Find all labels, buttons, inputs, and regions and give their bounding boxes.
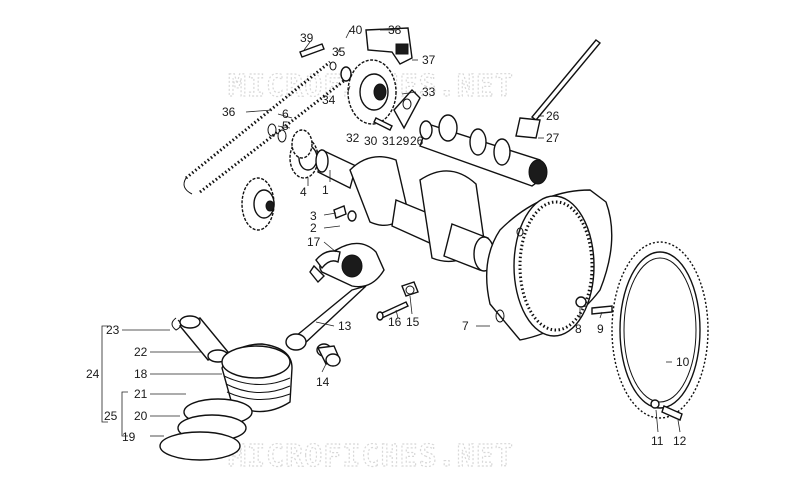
callout-36: 36 (222, 105, 236, 119)
callout-38: 38 (388, 23, 402, 37)
callout-20: 20 (134, 409, 148, 423)
pushrod (515, 39, 602, 139)
chain-tensioner-bracket (365, 27, 413, 65)
callout-26-left: 26 (410, 134, 424, 148)
callout-37: 37 (422, 53, 436, 67)
guide-plate-33 (393, 88, 421, 130)
piston-pin (178, 315, 230, 363)
leader-lines (101, 29, 681, 437)
piston (221, 343, 293, 413)
callout-12: 12 (673, 434, 687, 448)
callout-39: 39 (300, 31, 314, 45)
piston-rings (159, 398, 253, 461)
callout-14: 14 (316, 375, 330, 389)
callout-7: 7 (462, 319, 469, 333)
callout-19: 19 (122, 430, 136, 444)
watermark-bottom: MICROFICHES.NET (228, 439, 514, 474)
callout-10: 10 (676, 355, 690, 369)
callout-35: 35 (332, 45, 346, 59)
flywheel-bolt (591, 305, 613, 315)
callout-22: 22 (134, 345, 148, 359)
flywheel-washer (575, 296, 587, 308)
callout-13: 13 (338, 319, 352, 333)
bolt-31 (373, 117, 393, 131)
callout-3: 3 (310, 209, 317, 223)
flywheel (485, 189, 613, 341)
callout-5: 5 (282, 119, 289, 133)
timing-chain (183, 60, 346, 195)
callout-6: 6 (282, 107, 289, 121)
crank-sprocket-small (267, 123, 319, 179)
callout-26-right: 26 (546, 109, 560, 123)
ring-gear-washer (650, 399, 660, 409)
ring-gear-bolt (661, 405, 683, 421)
oil-pump-sprocket (241, 177, 275, 231)
callout-29: 29 (396, 134, 410, 148)
callout-2: 2 (310, 221, 317, 235)
callout-17: 17 (307, 235, 321, 249)
rod-nut (401, 281, 419, 297)
woodruff-key (333, 205, 357, 222)
bolt-39 (299, 43, 325, 58)
sprocket-spacer (329, 61, 352, 82)
callout-15: 15 (406, 315, 420, 329)
callout-labels: 1 2 3 4 5 6 7 8 9 10 11 12 13 14 15 16 1… (86, 23, 690, 448)
callout-11: 11 (651, 434, 664, 448)
rod-bearing-shells (309, 250, 341, 284)
callout-18: 18 (134, 367, 148, 381)
callout-16: 16 (388, 315, 402, 329)
camshaft (419, 114, 548, 187)
rod-bolt (376, 301, 409, 321)
callout-8: 8 (575, 322, 582, 336)
crankshaft (315, 148, 495, 272)
callout-33: 33 (422, 85, 436, 99)
callout-27: 27 (546, 131, 560, 145)
piston-circlip (171, 317, 182, 331)
callout-32: 32 (346, 131, 360, 145)
small-end-bush (316, 343, 341, 367)
callout-4: 4 (300, 185, 307, 199)
camshaft-sprocket (347, 59, 397, 125)
callout-24: 24 (86, 367, 100, 381)
callout-21: 21 (134, 387, 148, 401)
callout-23: 23 (106, 323, 120, 337)
callout-30: 30 (364, 134, 378, 148)
callout-40: 40 (349, 23, 363, 37)
callout-34: 34 (322, 93, 336, 107)
callout-25: 25 (104, 409, 118, 423)
callout-31: 31 (382, 134, 396, 148)
callout-9: 9 (597, 322, 604, 336)
callout-1: 1 (322, 183, 329, 197)
ring-gear (611, 241, 709, 419)
